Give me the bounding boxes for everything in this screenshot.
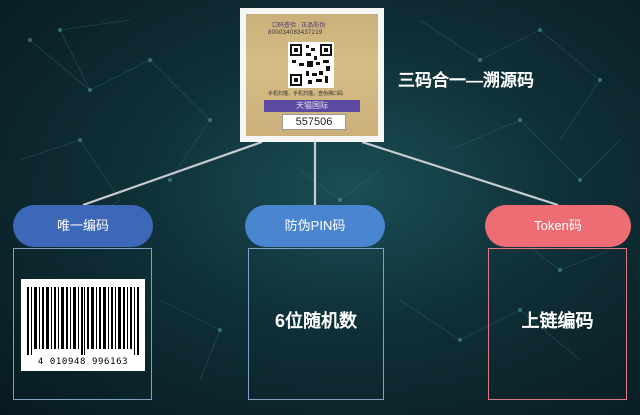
connector-right: [361, 140, 559, 207]
branch-label-token-code: Token码: [485, 205, 631, 247]
barcode-digits: 4 010948 996163: [37, 357, 129, 367]
qr-serial-text: 800034083437219: [268, 30, 323, 36]
qr-photo: 口码查验 · 正品防伪 800034083437219 手机扫描，手机扫描，查伪…: [246, 14, 378, 136]
branch-box-token-code: 上链编码: [488, 248, 627, 400]
token-code-content: 上链编码: [521, 311, 594, 331]
connector-left: [82, 140, 263, 207]
diagram-title: 三码合一—溯源码: [398, 71, 534, 90]
qr-note-text: 手机扫描，手机扫描，查伪溯口码: [268, 91, 344, 97]
pin-code-content: 6位随机数: [274, 311, 357, 331]
qr-header-text: 口码查验 · 正品防伪: [272, 23, 326, 29]
barcode-icon: 4 010948 996163: [21, 279, 145, 371]
branch-label-pin-code: 防伪PIN码: [245, 205, 385, 247]
branch-box-unique-code: 4 010948 996163: [13, 248, 152, 400]
qr-brand-band: 天猫国际: [264, 100, 360, 112]
qr-code-icon: [288, 42, 334, 88]
branch-label-unique-code: 唯一编码: [13, 205, 153, 247]
qr-code-card: 口码查验 · 正品防伪 800034083437219 手机扫描，手机扫描，查伪…: [240, 8, 384, 142]
branch-box-pin-code: 6位随机数: [248, 248, 384, 400]
qr-code-number: 557506: [282, 114, 346, 130]
